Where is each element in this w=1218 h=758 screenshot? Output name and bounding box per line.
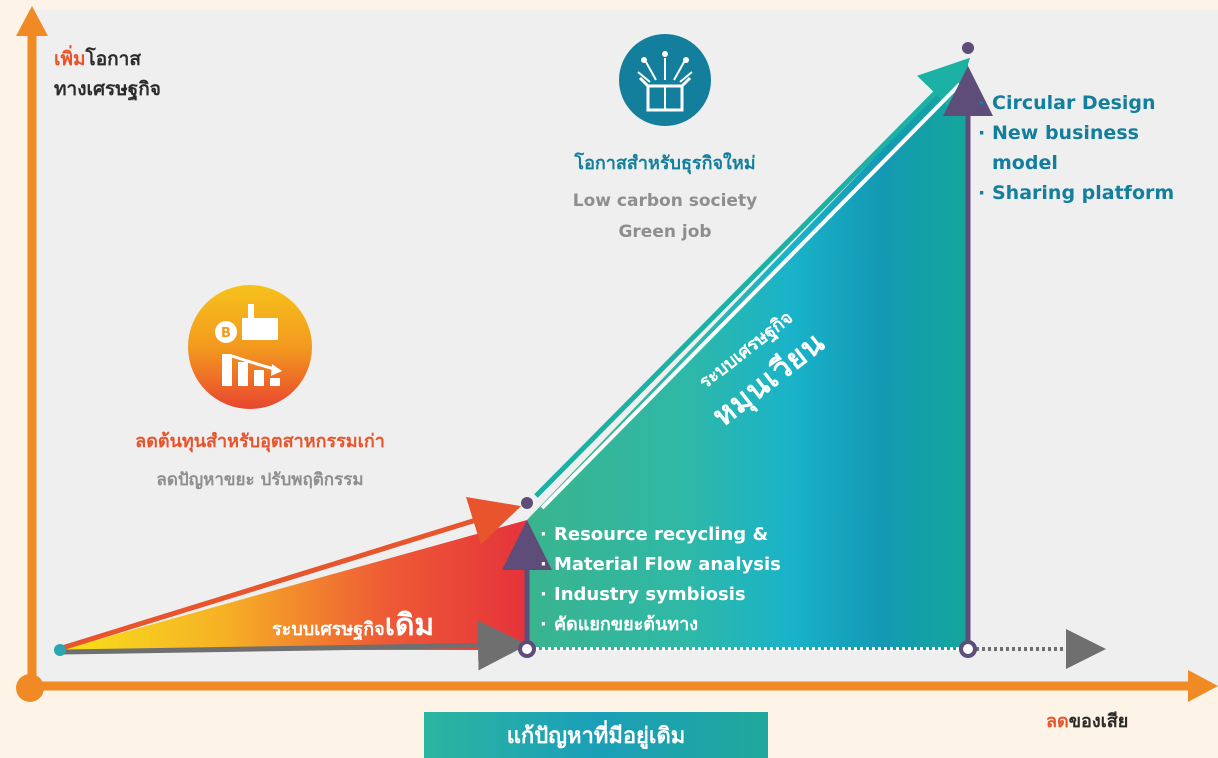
y-axis-label-rest: โอกาส (85, 48, 141, 70)
list-item: ·Industry symbiosis (540, 584, 746, 605)
svg-text:B: B (221, 326, 231, 341)
bottom-banner: แก้ปัญหาที่มีอยู่เดิม (424, 712, 768, 758)
new-stage-subtitle-line2: Green job (618, 222, 712, 242)
baseline-arrow-old (61, 620, 528, 671)
list-item: ·Resource recycling & (540, 524, 769, 545)
node-mid-top (521, 497, 533, 509)
list-item: ·คัดแยกขยะต้นทาง (540, 614, 699, 635)
list-item: model (992, 152, 1058, 174)
old-economy-band-small: ระบบเศรษฐกิจ (272, 619, 385, 640)
new-stage-heading: โอกาสสำหรับธุรกิจใหม่ (574, 153, 756, 174)
gift-box-fireworks-icon (619, 34, 711, 126)
y-axis-label-highlight: เพิ่ม (54, 48, 86, 70)
x-axis-label-rest: ของเสีย (1068, 711, 1129, 732)
old-stage-heading: ลดต้นทุนสำหรับอุตสาหกรรมเก่า (135, 431, 385, 452)
old-economy-band-label: ระบบเศรษฐกิจเดิม (272, 602, 434, 649)
node-right-top (962, 42, 974, 54)
y-axis-label-line2: ทางเศรษฐกิจ (54, 78, 161, 100)
x-axis-label: ลดของเสีย (1046, 706, 1128, 735)
old-economy-area (60, 520, 527, 650)
list-item: ·Material Flow analysis (540, 554, 781, 575)
axis-origin-dot (16, 674, 44, 702)
x-axis-arrow (1188, 670, 1218, 702)
slope-arrow-new-white (540, 82, 962, 510)
slope-arrow-old (61, 496, 522, 651)
x-axis-label-highlight: ลด (1046, 711, 1069, 732)
list-item: ·New business (978, 122, 1139, 144)
y-axis-arrow (16, 6, 48, 36)
node-mid-base (518, 640, 536, 658)
node-right-base (959, 640, 977, 658)
list-item: ·Sharing platform (978, 182, 1175, 204)
old-economy-band-big: เดิม (384, 608, 435, 643)
y-axis-label: เพิ่มโอกาส ทางเศรษฐกิจ (54, 44, 161, 104)
node-start (54, 644, 66, 656)
factory-cost-down-icon: B (188, 285, 312, 409)
new-stage-subtitle: Low carbon society Green job (520, 186, 810, 248)
right-bullet-list: ·Circular Design ·New business model ·Sh… (978, 88, 1174, 208)
new-stage-subtitle-line1: Low carbon society (572, 191, 758, 211)
old-stage-subtitle: ลดปัญหาขยะ ปรับพฤติกรรม (156, 470, 364, 490)
list-item: ·Circular Design (978, 92, 1156, 114)
circular-economy-area (527, 60, 968, 650)
slope-arrow-new (534, 57, 971, 498)
mid-bullet-list: ·Resource recycling & ·Material Flow ana… (540, 520, 781, 640)
